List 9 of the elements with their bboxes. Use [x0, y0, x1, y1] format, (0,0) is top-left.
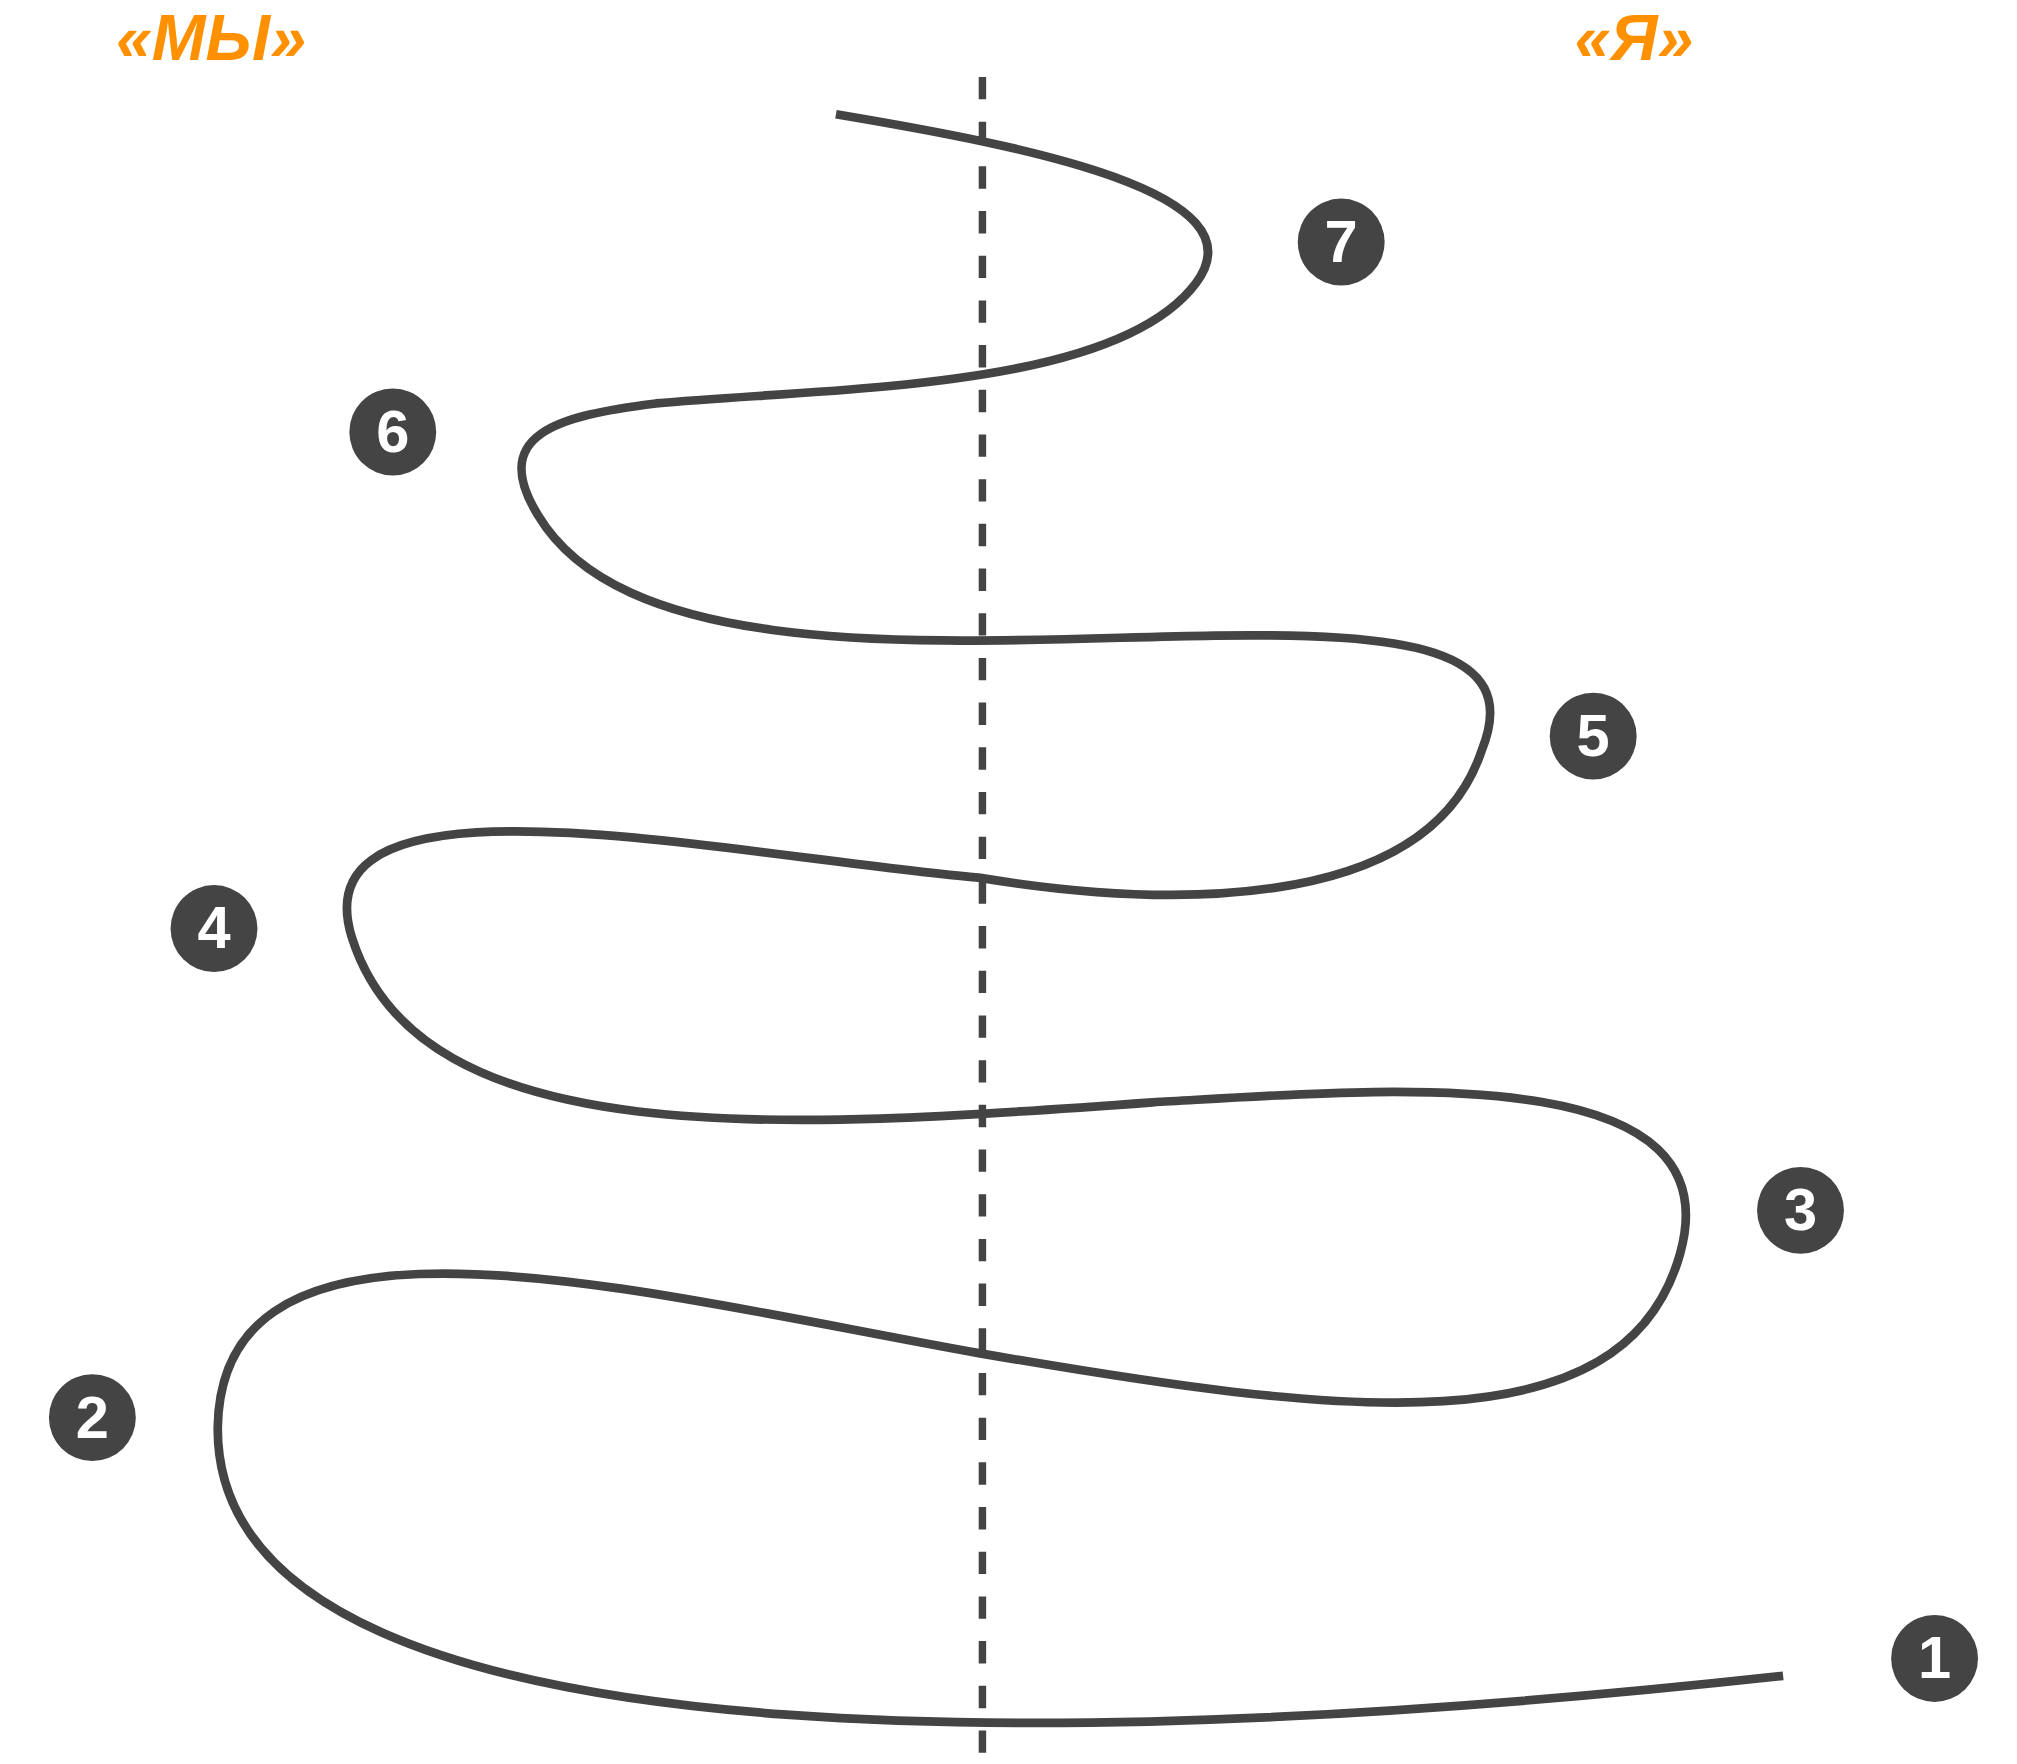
- callout-number: 1: [1891, 1615, 1978, 1702]
- callout-number: 2: [48, 1374, 136, 1462]
- heading-label: «Я»: [1574, 0, 1694, 75]
- callout-number: 5: [1549, 692, 1637, 780]
- callout-number: 6: [349, 388, 437, 476]
- callout-number: 7: [1297, 198, 1385, 286]
- callout-number: 4: [170, 885, 258, 972]
- heading-label: «МЫ»: [115, 0, 307, 75]
- callout-number: 3: [1757, 1166, 1844, 1254]
